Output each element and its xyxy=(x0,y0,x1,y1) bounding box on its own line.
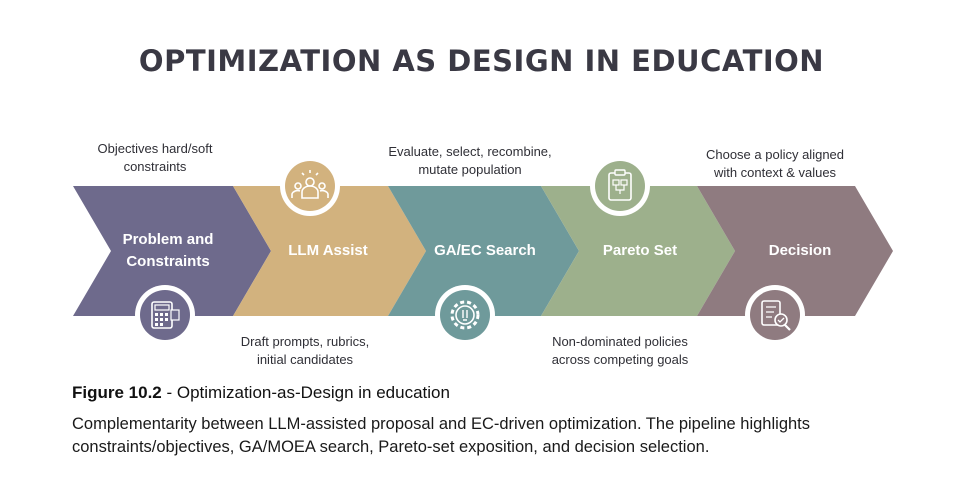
step-label-ga-ec-search: GA/EC Search xyxy=(434,242,536,259)
step-label-llm-assist: LLM Assist xyxy=(288,242,368,259)
note-evaluate: Evaluate, select, recombine,mutate popul… xyxy=(388,144,552,177)
checklist-magnifier-icon xyxy=(745,285,805,345)
step-label-decision: Decision xyxy=(768,242,832,259)
step-label-pareto-set: Pareto Set xyxy=(602,242,678,259)
figure-number: Figure 10.2 xyxy=(72,383,162,402)
figure-caption-text: Complementarity between LLM-assisted pro… xyxy=(72,415,811,456)
arrow-llm-assist xyxy=(233,186,426,316)
calculator-document-icon xyxy=(135,285,195,345)
figure-title: - Optimization-as-Design in education xyxy=(161,383,450,402)
arrow-problem-constraints xyxy=(73,186,271,316)
clipboard-flowchart-icon xyxy=(590,156,650,216)
people-group-icon xyxy=(280,156,340,216)
arrow-decision xyxy=(697,186,893,316)
arrow-ga-ec-search xyxy=(388,186,579,316)
figure-caption-heading: Figure 10.2 - Optimization-as-Design in … xyxy=(72,383,450,403)
note-draft-prompts: Draft prompts, rubrics,initial candidate… xyxy=(240,334,370,367)
gear-lightbulb-icon xyxy=(435,285,495,345)
arrow-pareto-set xyxy=(541,186,735,316)
diagram-title: OPTIMIZATION AS DESIGN IN EDUCATION xyxy=(138,44,825,78)
